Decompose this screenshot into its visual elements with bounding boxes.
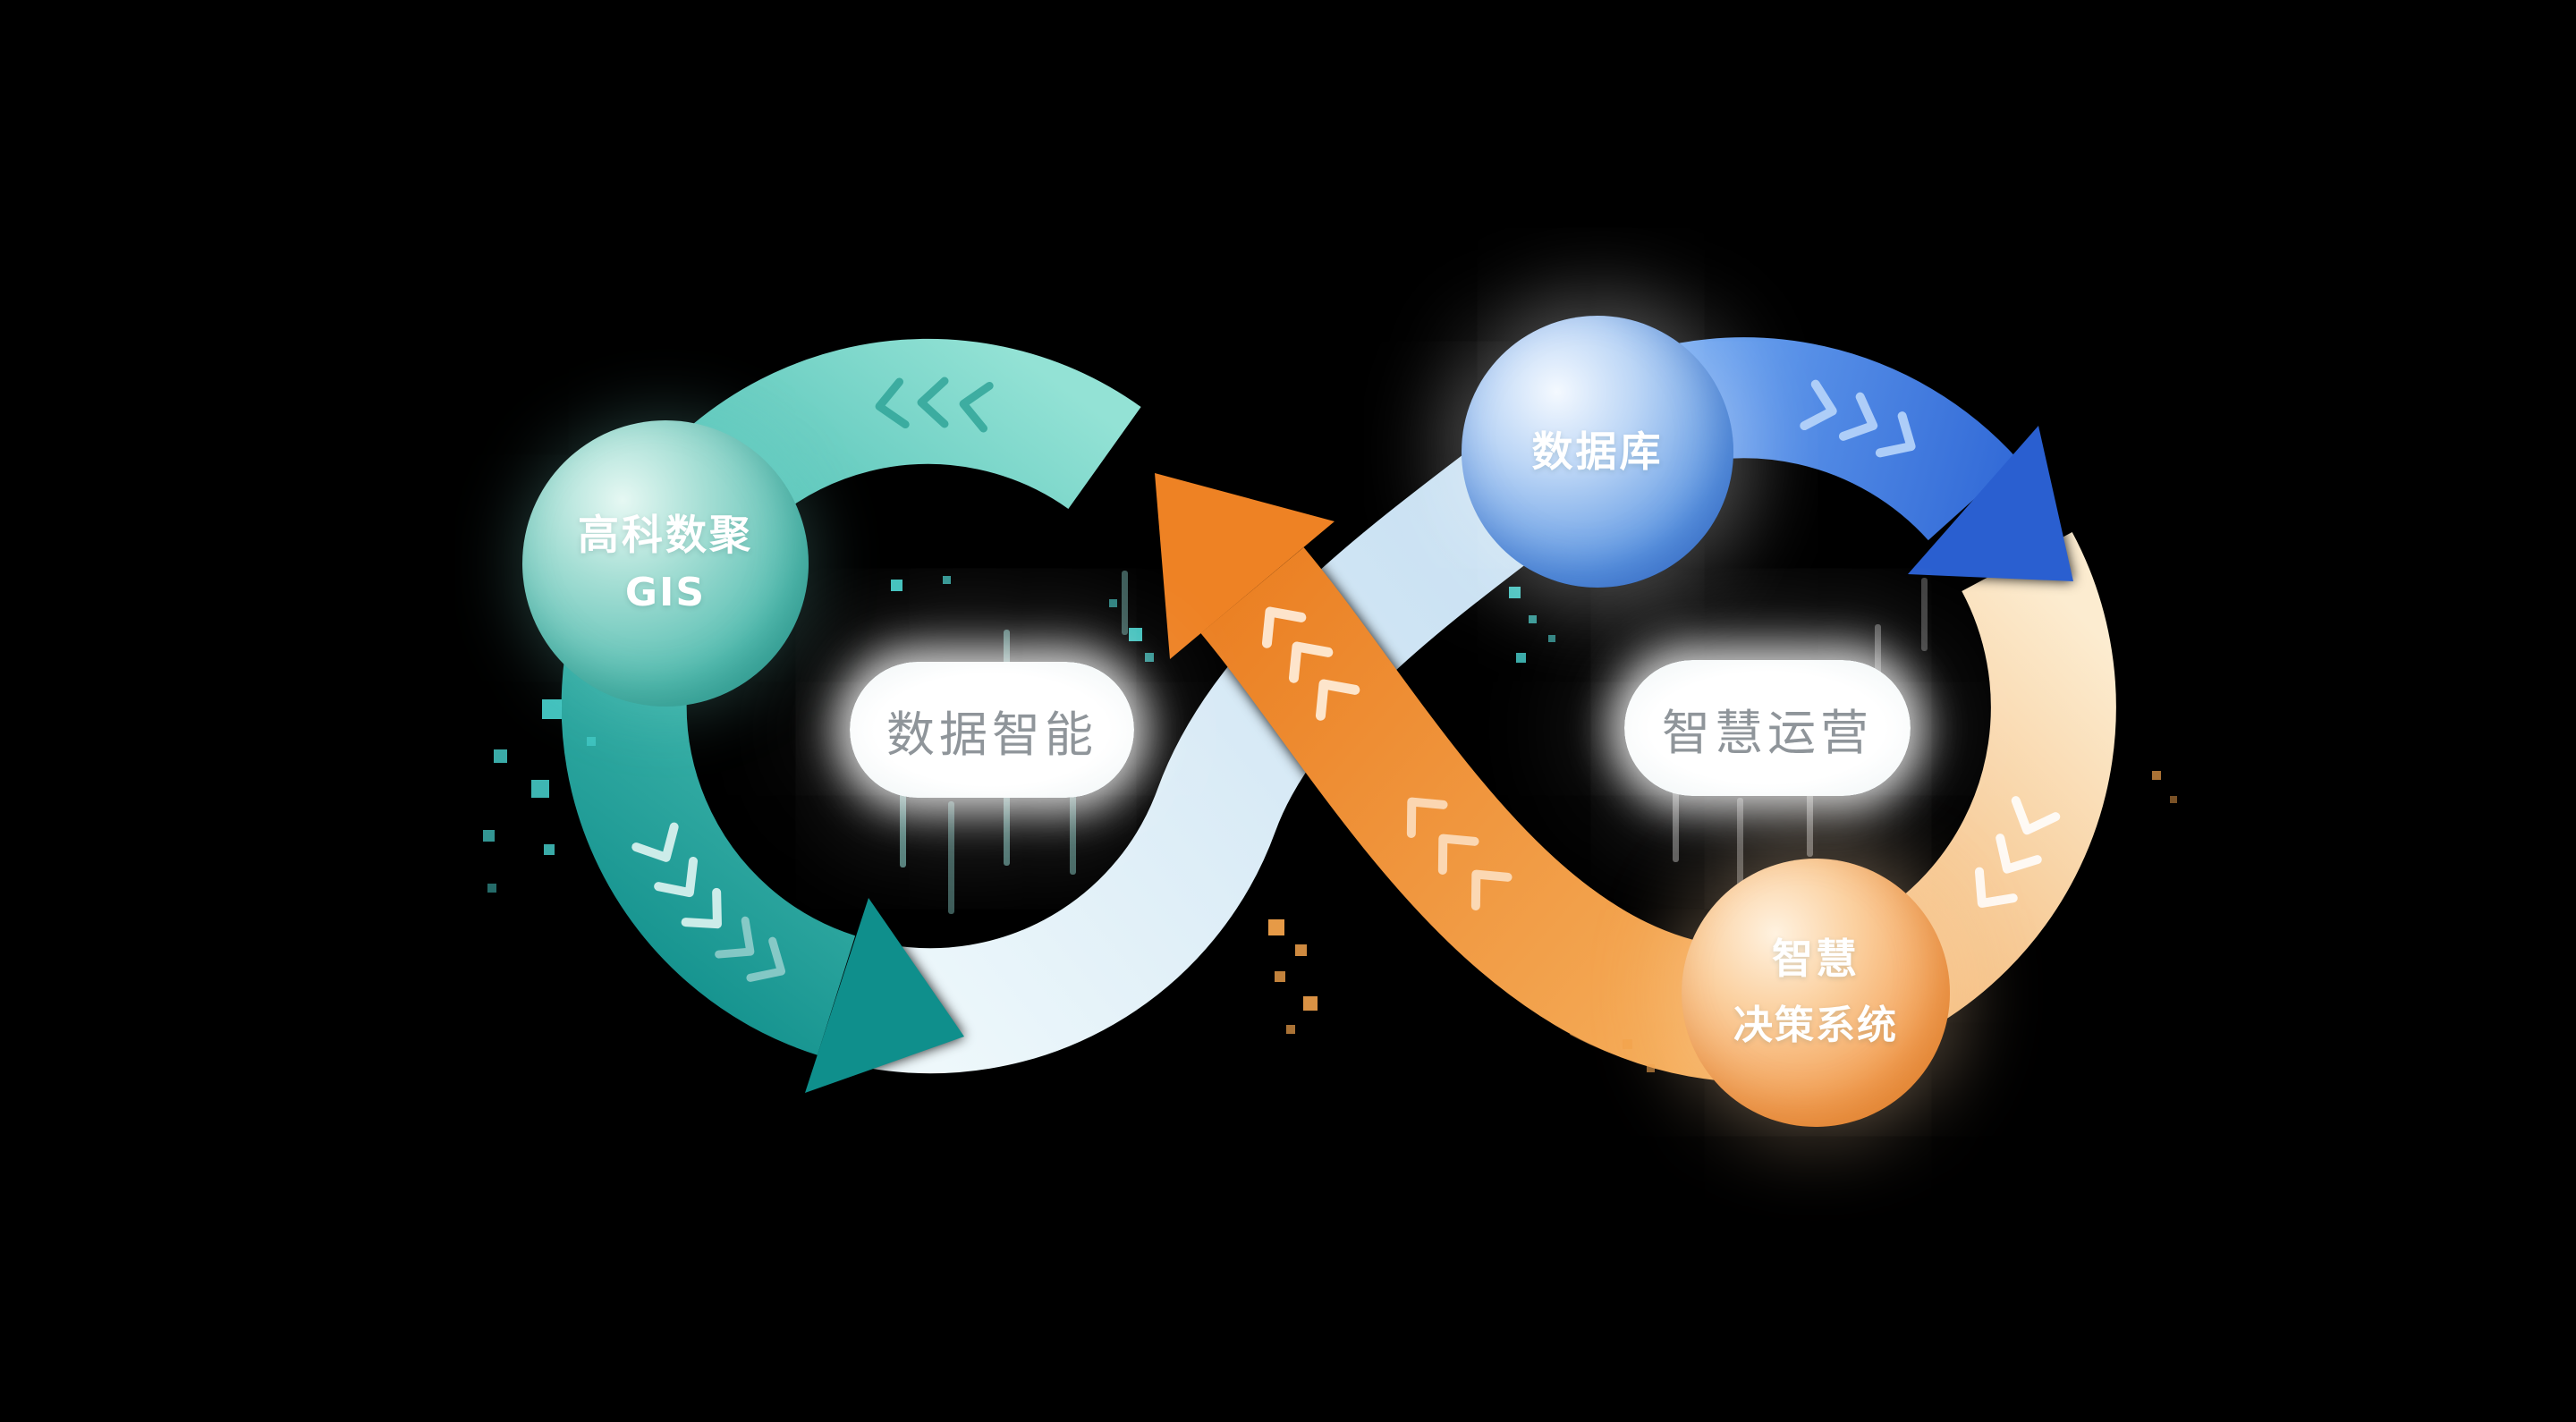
chevron-icon [1974, 867, 2018, 908]
decor-dot [1129, 628, 1142, 641]
decor-dot [2152, 771, 2161, 780]
decor-streaks-right [1673, 578, 1928, 901]
decor-dots-orange [1268, 771, 2177, 1072]
chevrons-left-bottom [631, 822, 722, 929]
decor-dot [1275, 971, 1285, 982]
chevron-icon [654, 856, 699, 898]
decor-streak [1921, 578, 1928, 651]
node-label: 决策系统 [1733, 1003, 1898, 1049]
chevrons-left-bottom-faint [715, 916, 786, 982]
orange-crossing-band [1200, 546, 1750, 1082]
chevron-icon [715, 916, 755, 959]
decor-streak [1807, 789, 1813, 857]
chevron-icon [1875, 411, 1916, 458]
chevron-icon [1800, 379, 1837, 431]
decor-dot [587, 737, 596, 746]
chevrons-orange-lower [1406, 797, 1513, 910]
chevron-icon [631, 822, 679, 862]
decor-dot [943, 576, 951, 584]
decor-dot [1529, 615, 1537, 623]
chevron-icon [1288, 641, 1334, 683]
decor-dot [544, 844, 555, 855]
decor-streak [1004, 791, 1010, 866]
chevron-icon [1996, 834, 2042, 874]
decor-dot [1268, 919, 1284, 935]
pill-text: 智慧运营 [1662, 704, 1873, 761]
node-decision-sphere: 智慧 决策系统 [1682, 859, 1950, 1127]
decor-dot [1109, 599, 1117, 607]
decor-streak [1737, 798, 1743, 901]
decor-streak [900, 782, 906, 868]
label-pill-data-intelligence: 数据智能 [850, 662, 1134, 798]
decor-streak [1875, 624, 1881, 678]
chevron-icon [746, 936, 786, 982]
decor-dot [1295, 944, 1307, 956]
chevron-icon [959, 381, 994, 433]
chevron-icon [1261, 606, 1307, 648]
label-pill-smart-operation: 智慧运营 [1624, 660, 1911, 796]
chevron-icon [2011, 796, 2061, 835]
teal-arrow-head-icon [805, 898, 964, 1093]
decor-streak [1122, 571, 1128, 635]
decor-dot [542, 699, 562, 719]
blue-arrow-head-icon [1908, 426, 2073, 581]
node-label: GIS [624, 569, 707, 615]
chevron-icon [1315, 679, 1360, 721]
chevron-icon [681, 887, 722, 929]
chevron-icon [1437, 834, 1479, 875]
node-label: 数据库 [1531, 427, 1664, 476]
orange-arrow-head-icon [1155, 473, 1335, 659]
node-gis-sphere: 高科数聚 GIS [522, 420, 809, 707]
chevrons-left-top [875, 377, 994, 433]
decor-dot [1647, 1064, 1655, 1072]
decor-dot [891, 580, 902, 591]
decor-dot [1145, 653, 1154, 662]
chevron-icon [917, 377, 949, 428]
decor-dot [2170, 796, 2177, 803]
pill-text: 数据智能 [886, 706, 1097, 763]
orange-band-group [1155, 473, 1750, 1082]
decor-streak [1070, 780, 1076, 875]
chevron-icon [1470, 869, 1513, 910]
decor-dot [1516, 653, 1526, 663]
decor-dot [1623, 1039, 1632, 1049]
decor-dot [494, 749, 507, 763]
chevrons-blue-arc [1800, 379, 1916, 458]
decor-dot [1303, 996, 1318, 1011]
decor-dot [487, 884, 496, 893]
decor-dot [1509, 587, 1521, 598]
node-label: 高科数聚 [578, 511, 753, 560]
node-label: 智慧 [1772, 934, 1860, 983]
chevron-icon [875, 377, 910, 429]
decor-dot [1286, 1025, 1295, 1034]
node-database-sphere: 数据库 [1462, 316, 1733, 588]
decor-dots-cyan [483, 576, 1555, 893]
chevrons-orange-upper [1261, 606, 1360, 721]
decor-dot [1548, 635, 1555, 642]
decor-streak [948, 801, 954, 914]
chevron-icon [1406, 797, 1448, 838]
decor-streak [1673, 783, 1679, 862]
decor-dot [483, 830, 495, 842]
pale-crossing-band [866, 413, 1594, 1074]
chevron-icon [1838, 392, 1878, 441]
decor-dot [531, 780, 549, 798]
chevrons-cream-arc [1974, 796, 2061, 908]
